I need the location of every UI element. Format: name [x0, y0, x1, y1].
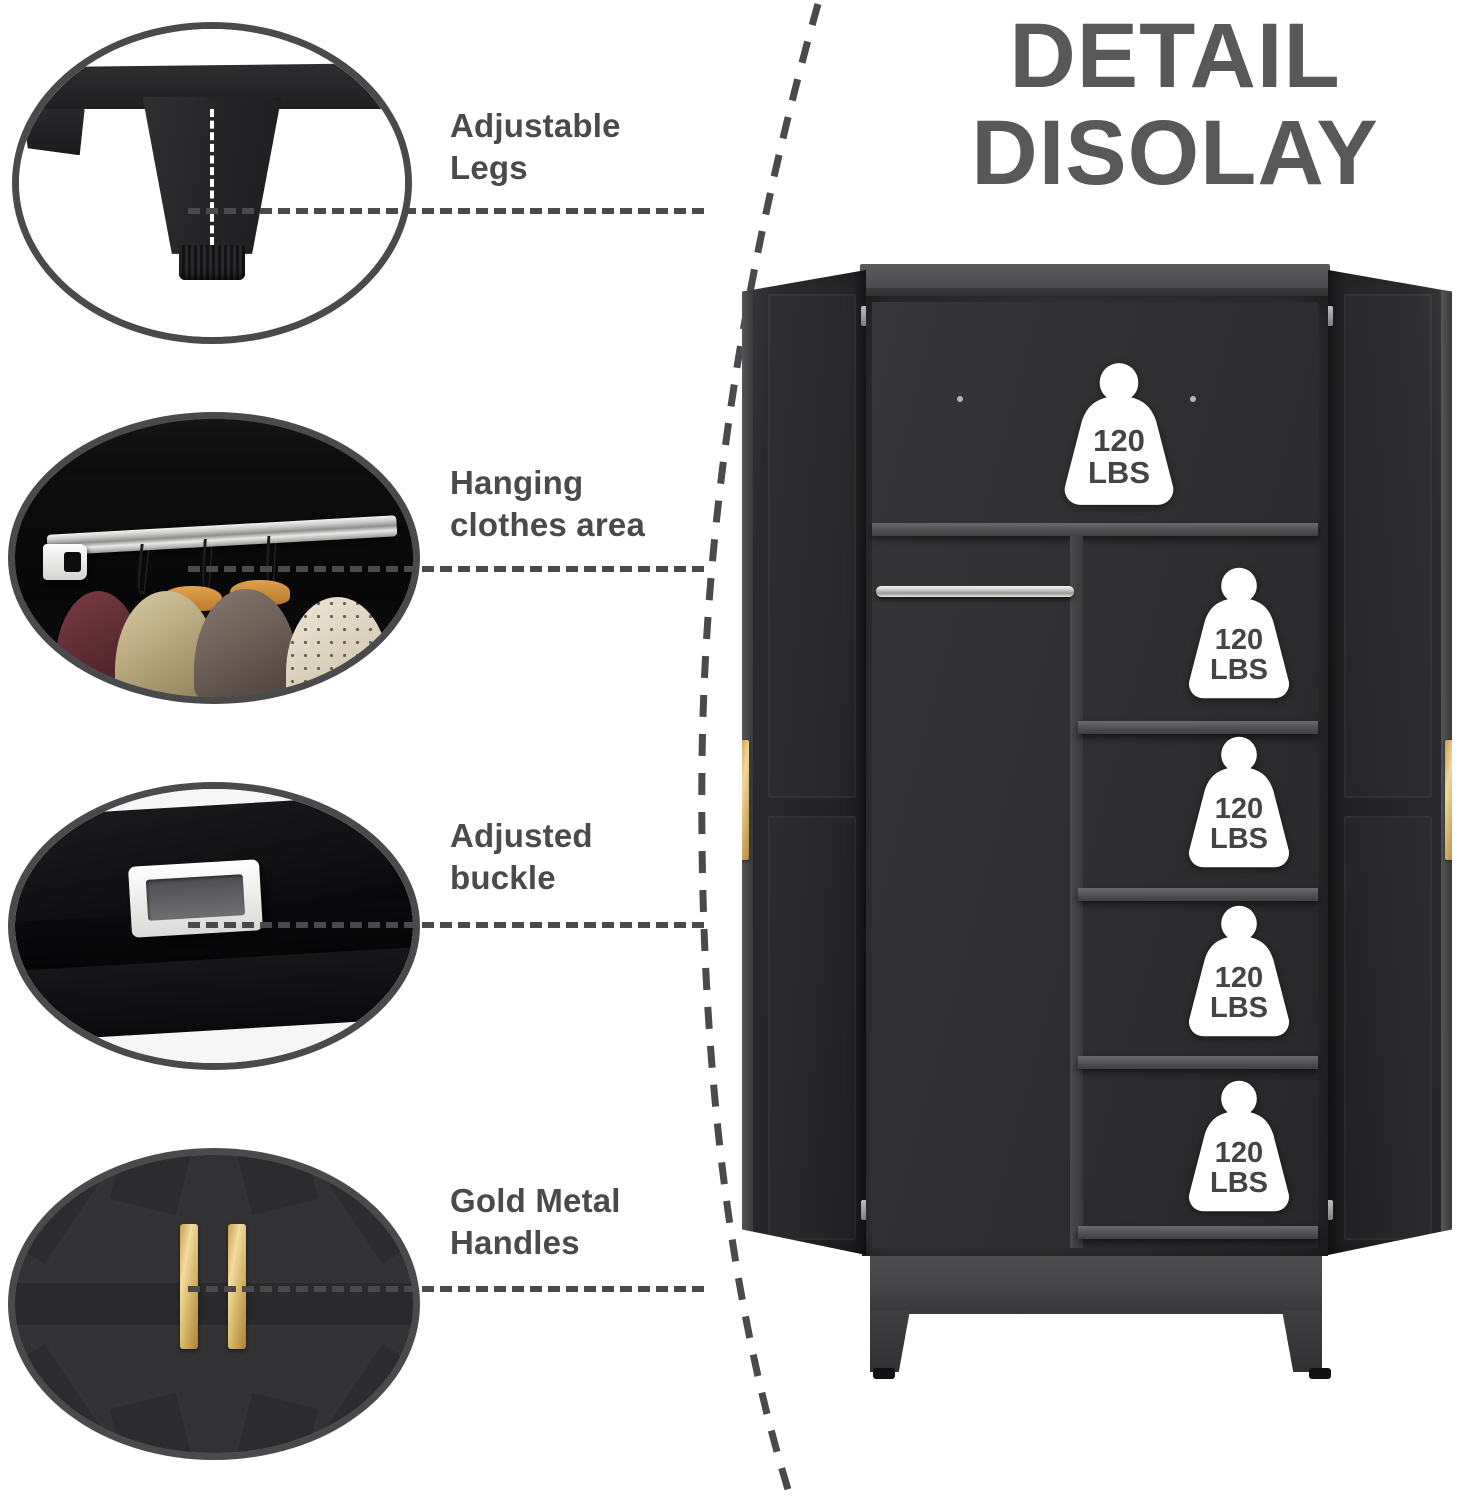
- left-door-gold-handle[interactable]: [742, 740, 749, 860]
- adjustable-legs-image: [12, 22, 412, 344]
- vertical-divider: [1070, 536, 1083, 1248]
- cabinet-leg-right: [1282, 1310, 1322, 1372]
- weight-badge-text: 120 LBS: [1210, 792, 1268, 855]
- hanging-rod: [876, 586, 1074, 597]
- weight-badge-shelf-1: 120 LBS: [1179, 563, 1299, 703]
- weight-badge-shelf-2: 120 LBS: [1179, 732, 1299, 872]
- weight-badge-top: 120 LBS: [1054, 358, 1184, 510]
- garment-polkadot: [285, 596, 390, 697]
- shelf-top: [872, 523, 1318, 536]
- weight-badge-shelf-3: 120 LBS: [1179, 901, 1299, 1041]
- page-title: DETAIL DISOLAY: [880, 8, 1470, 201]
- weight-badge-shelf-4: 120 LBS: [1179, 1076, 1299, 1216]
- leader-line-adjusted-buckle: [188, 922, 704, 928]
- shelf-peg-hole: [1190, 396, 1196, 402]
- gold-handles-image: [8, 1148, 420, 1460]
- feature-label-adjustable-legs: Adjustable Legs: [450, 107, 621, 186]
- right-door[interactable]: [1328, 270, 1452, 1255]
- door-panel-ray: [110, 1155, 211, 1215]
- door-panel-ray: [296, 1155, 413, 1265]
- leader-line-hanging-clothes: [188, 566, 704, 572]
- weight-badge-text: 120 LBS: [1210, 1136, 1268, 1199]
- right-door-upper-panel: [1344, 294, 1432, 798]
- adjustable-foot-left: [873, 1368, 895, 1379]
- door-panel-ray: [217, 1155, 318, 1215]
- adjustable-foot-icon: [179, 244, 245, 280]
- left-door[interactable]: [742, 270, 866, 1255]
- door-panel-ray: [217, 1393, 318, 1453]
- closet-photo: [15, 419, 413, 697]
- rod-bracket: [42, 544, 87, 581]
- adjustable-foot-right: [1309, 1368, 1331, 1379]
- door-front-illustration: [15, 1155, 413, 1453]
- right-door-gold-handle[interactable]: [1445, 740, 1452, 860]
- cabinet-top-cap: [860, 264, 1330, 290]
- hanging-clothes-image: [8, 412, 420, 704]
- left-door-upper-panel: [768, 294, 856, 798]
- left-door-hinge-bottom: [861, 1200, 866, 1220]
- plinth-base: [870, 1256, 1322, 1314]
- weight-badge-text: 120 LBS: [1088, 422, 1150, 491]
- title-line-1: DETAIL: [1009, 5, 1341, 107]
- right-door-hinge-bottom: [1328, 1200, 1333, 1220]
- leg-illustration: [19, 29, 405, 337]
- feature-label-hanging-clothes: Hanging clothes area: [450, 464, 646, 543]
- leader-line-gold-handles: [188, 1286, 704, 1292]
- weight-badge-text: 120 LBS: [1210, 961, 1268, 1024]
- weight-badge-text: 120 LBS: [1210, 623, 1268, 686]
- shelf-right-1: [1078, 721, 1318, 734]
- feature-label-adjusted-buckle: Adjusted buckle: [450, 817, 593, 896]
- leader-line-adjustable-legs: [188, 208, 704, 214]
- right-door-lower-panel: [1344, 816, 1432, 1240]
- left-door-hinge-top: [861, 306, 866, 326]
- door-panel-ray: [15, 1155, 132, 1265]
- shelf-right-3: [1078, 1056, 1318, 1069]
- door-panel-ray: [15, 1343, 132, 1453]
- right-door-hinge-top: [1328, 306, 1333, 326]
- door-panel-ray: [110, 1393, 211, 1453]
- wardrobe-cabinet: 120 LBS 120 LBS 120 LBS: [742, 258, 1460, 1418]
- left-door-lower-panel: [768, 816, 856, 1240]
- cabinet-leg-left: [870, 1310, 910, 1372]
- shelf-right-4: [1078, 1226, 1318, 1239]
- door-panel-ray: [296, 1343, 413, 1453]
- shelf-right-2: [1078, 888, 1318, 901]
- title-line-2: DISOLAY: [971, 101, 1379, 204]
- shelf-peg-hole: [957, 396, 963, 402]
- center-axis-dash: [209, 109, 214, 245]
- feature-label-gold-handles: Gold Metal Handles: [450, 1182, 621, 1261]
